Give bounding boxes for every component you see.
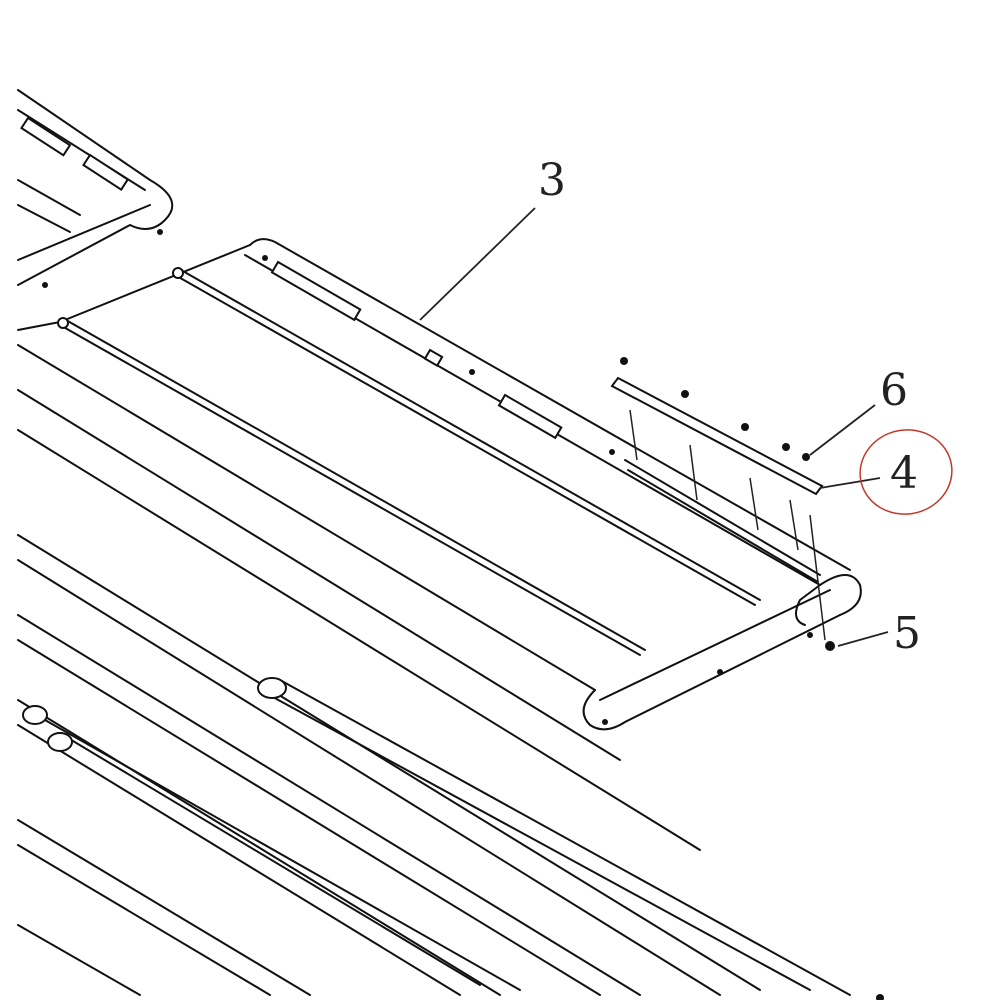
lower-frame xyxy=(17,389,884,1000)
callout-3: 3 xyxy=(538,155,566,206)
upper-left-tray xyxy=(17,89,174,288)
callout-6: 6 xyxy=(880,365,908,416)
callout-4: 4 xyxy=(890,448,918,499)
leader-4 xyxy=(819,477,881,489)
main-tray xyxy=(17,238,862,731)
callout-5: 5 xyxy=(893,608,921,659)
leader-5 xyxy=(837,631,889,647)
leader-6 xyxy=(809,404,876,456)
mounting-strip xyxy=(610,357,835,651)
highlight-circle xyxy=(859,429,953,515)
leader-3 xyxy=(419,207,536,321)
